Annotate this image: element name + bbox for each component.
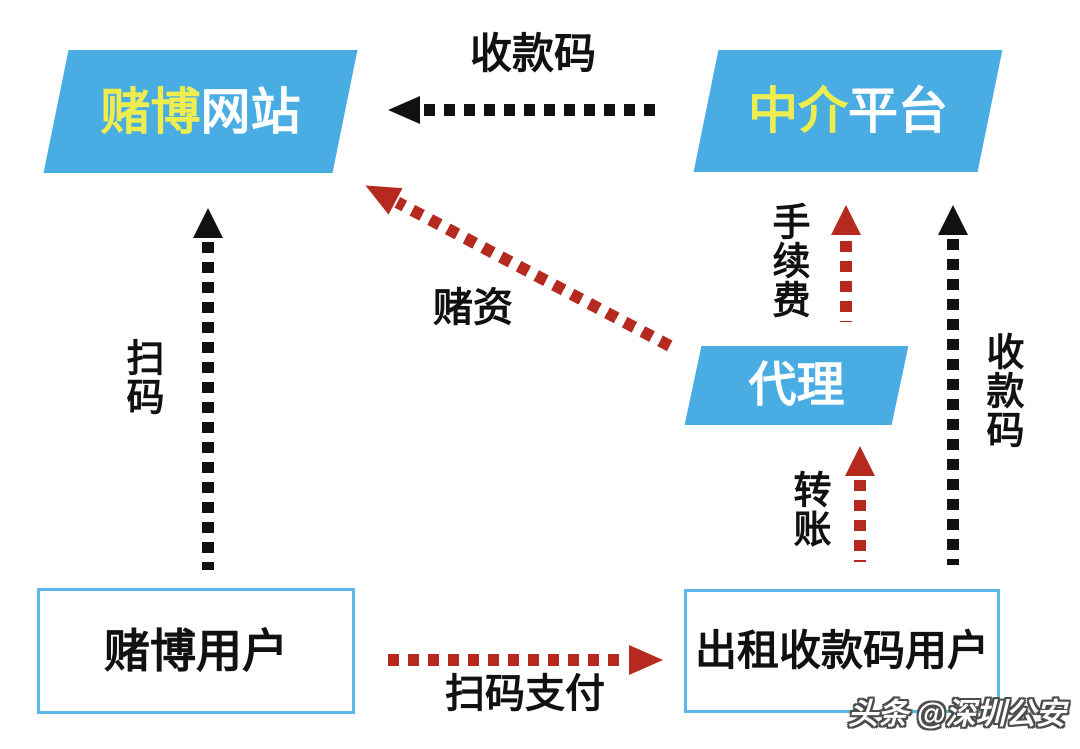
arrowhead-right-icon xyxy=(629,645,663,675)
site-label-rest: 网站 xyxy=(200,83,301,140)
edge-label-qr-top: 收款码 xyxy=(470,30,597,77)
platform-label-highlight: 中介 xyxy=(748,83,848,139)
agent-label-text: 代理 xyxy=(748,358,845,412)
arrowhead-left-icon xyxy=(388,96,420,124)
arrow-pay-gambler-to-renter xyxy=(388,645,663,675)
arrowhead-up-icon xyxy=(938,205,968,235)
node-intermediary-platform-label: 中介平台 xyxy=(706,50,990,172)
qr-renter-user-label: 出租收款码用户 xyxy=(694,627,989,674)
node-gambling-site-label: 赌博网站 xyxy=(56,50,345,173)
node-gambling-user-box: 赌博用户 xyxy=(37,588,355,714)
platform-label-rest: 平台 xyxy=(848,83,948,139)
dotted-line xyxy=(854,480,866,562)
dotted-line xyxy=(840,241,852,322)
gambling-user-label: 赌博用户 xyxy=(104,625,288,677)
dotted-line xyxy=(947,239,959,565)
node-agent-label: 代理 xyxy=(693,346,900,425)
edge-label-fee: 手续费 xyxy=(766,202,808,319)
dotted-line xyxy=(202,242,214,570)
arrow-transfer-renter-to-agent xyxy=(845,446,875,562)
dotted-line xyxy=(388,654,626,666)
edge-label-pay: 扫码支付 xyxy=(445,672,605,716)
arrow-scan-gambler-to-site xyxy=(193,208,223,570)
arrowhead-up-icon xyxy=(831,205,861,235)
arrowhead-up-icon xyxy=(845,446,875,476)
arrow-qr-code-platform-to-site xyxy=(388,96,656,124)
dotted-line xyxy=(424,104,656,116)
arrow-bet-agent-to-site xyxy=(358,172,673,352)
watermark-toutiao-shenzhen-police: 头条 @深圳公安 xyxy=(848,698,1066,731)
edge-label-bet: 赌资 xyxy=(433,286,513,330)
site-label-highlight: 赌博 xyxy=(100,83,201,140)
edge-label-scan: 扫码 xyxy=(120,338,162,416)
edge-label-transfer: 转账 xyxy=(787,470,829,548)
arrowhead-up-icon xyxy=(193,208,223,238)
node-qr-renter-user-box: 出租收款码用户 xyxy=(684,589,1000,713)
arrow-fee-agent-to-platform xyxy=(831,205,861,322)
edge-label-qr-right: 收款码 xyxy=(980,332,1022,449)
arrow-qr-code-renter-to-platform xyxy=(938,205,968,565)
